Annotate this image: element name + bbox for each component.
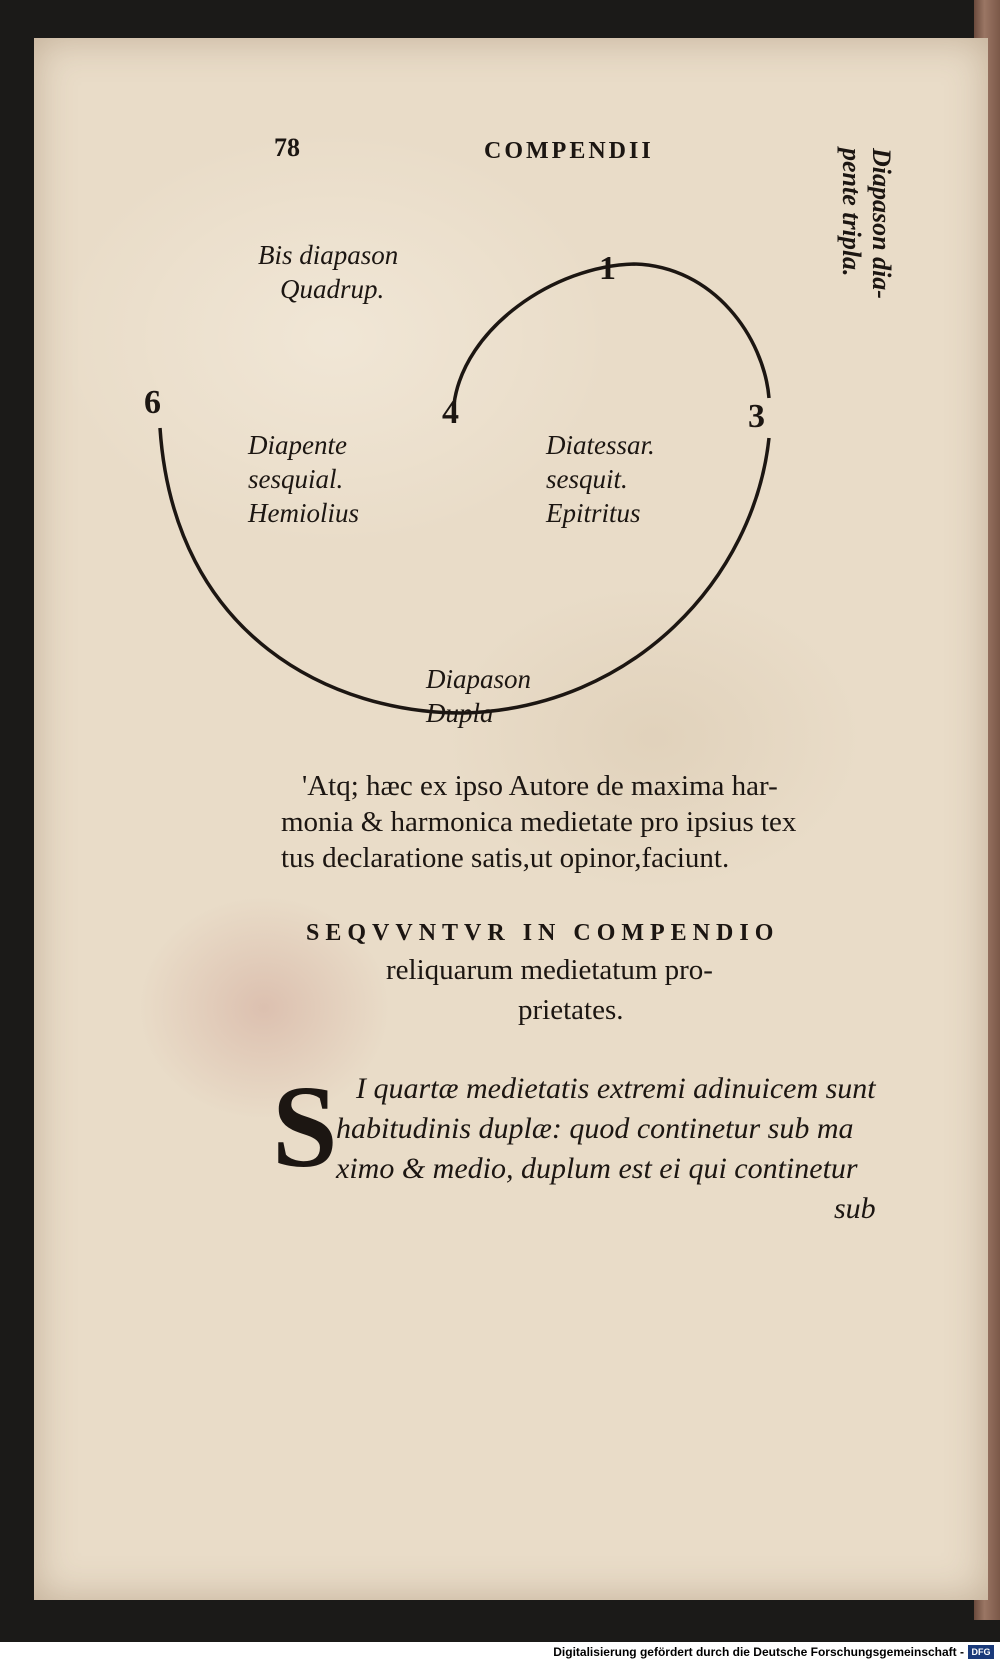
label-bis-diapason-line-2: Quadrup.: [280, 274, 385, 304]
label-diatessaron-line-3: Epitritus: [546, 498, 641, 528]
spiral-arc-lower: [158, 427, 771, 715]
page-number: 78: [274, 133, 300, 162]
section-subheading-line-2: prietates.: [518, 994, 624, 1026]
drop-capital: S: [272, 1061, 338, 1192]
running-head: COMPENDII: [484, 138, 654, 164]
label-diapente: Diapente sesquial. Hemiolius: [248, 428, 359, 530]
label-diatessaron: Diatessar. sesquit. Epitritus: [546, 428, 655, 530]
paragraph-1-line-1: 'Atq; hæc ex ipso Autore de maxima har-: [302, 770, 778, 802]
paragraph-1-line-2: monia & harmonica medietate pro ipsius t…: [281, 806, 797, 838]
paragraph-2-line-3: ximo & medio, duplum est ei qui continet…: [336, 1152, 858, 1185]
book-page: 78 COMPENDII Diapason dia- pente tripla.…: [34, 38, 988, 1600]
harmonic-spiral-diagram: [158, 262, 771, 715]
number-6: 6: [144, 384, 161, 421]
number-4: 4: [442, 394, 459, 431]
number-3: 3: [748, 398, 765, 435]
footer-text: Digitalisierung gefördert durch die Deut…: [553, 1645, 964, 1659]
paragraph-2-line-1: I quartæ medietatis extremi adinuicem su…: [356, 1072, 876, 1105]
section-heading: SEQVVNTVR IN COMPENDIO: [306, 920, 780, 946]
label-diatessaron-line-1: Diatessar.: [546, 430, 655, 460]
label-diapason: Diapason Dupla: [426, 662, 531, 730]
digitization-footer: Digitalisierung gefördert durch die Deut…: [0, 1642, 1000, 1662]
paragraph-1-line-3: tus declaratione satis,ut opinor,faciunt…: [281, 842, 730, 874]
label-bis-diapason-line-1: Bis diapason: [258, 240, 399, 270]
paragraph-2-line-2: habitudinis duplæ: quod continetur sub m…: [336, 1112, 854, 1145]
label-diapente-line-3: Hemiolius: [248, 498, 359, 528]
label-diapente-line-2: sesquial.: [248, 464, 344, 494]
label-diapente-line-1: Diapente: [248, 430, 347, 460]
label-bis-diapason: Bis diapason Quadrup.: [258, 238, 398, 306]
spiral-arc-upper: [452, 262, 771, 405]
dfg-logo: DFG: [968, 1645, 994, 1659]
label-diapason-line-1: Diapason: [426, 664, 532, 694]
section-subheading-line-1: reliquarum medietatum pro-: [386, 954, 713, 986]
paragraph-2-line-4: sub: [834, 1192, 876, 1225]
label-diapason-line-2: Dupla: [426, 698, 494, 728]
number-1: 1: [599, 250, 616, 287]
label-diatessaron-line-2: sesquit.: [546, 464, 628, 494]
